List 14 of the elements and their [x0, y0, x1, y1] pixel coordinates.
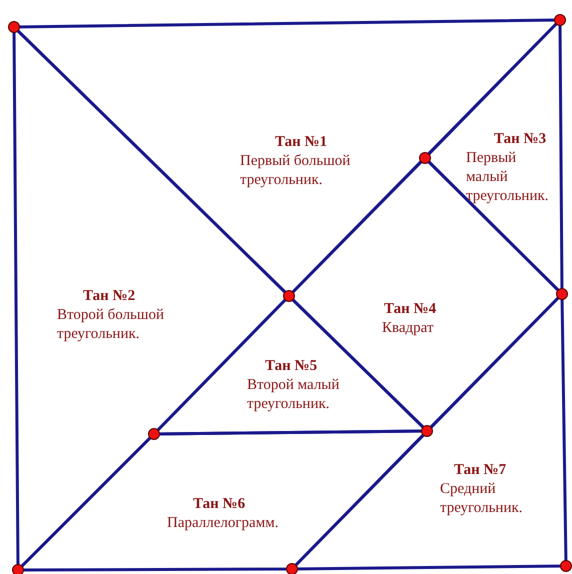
piece-caption: Параллелограмм.: [167, 514, 280, 533]
piece-caption: Первый большой треугольник.: [240, 152, 352, 190]
piece-caption: Средний треугольник.: [440, 480, 524, 518]
piece-caption: Первый малый треугольник.: [466, 149, 550, 206]
piece-heading: Тан №1: [275, 133, 328, 152]
piece-heading: Тан №2: [83, 287, 136, 306]
piece-caption: Квадрат: [382, 319, 435, 338]
piece-heading: Тан №3: [494, 130, 546, 149]
piece-heading: Тан №5: [265, 357, 318, 376]
piece-caption: Второй малый треугольник.: [247, 376, 340, 414]
piece-heading: Тан №7: [454, 461, 506, 480]
piece-heading: Тан №4: [384, 300, 436, 319]
piece-heading: Тан №6: [193, 495, 246, 514]
piece-caption: Второй большой треугольник.: [57, 306, 165, 344]
